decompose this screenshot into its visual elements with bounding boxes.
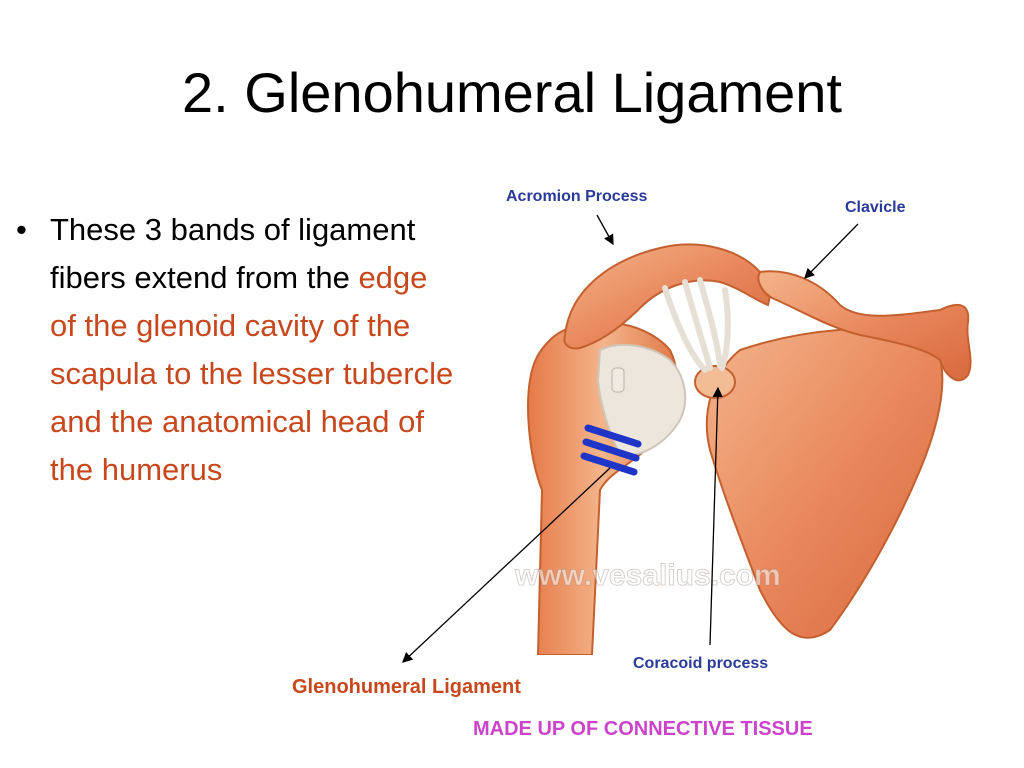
clavicle-bone (757, 270, 972, 382)
coracoacromial-ligament (662, 277, 731, 373)
illustration-watermark: www.vesalius.com (514, 559, 781, 592)
bullet-item: • These 3 bands of ligament fibers exten… (16, 206, 461, 494)
bullet-glyph: • (16, 212, 27, 247)
shoulder-anatomy-illustration: www.vesalius.com (514, 243, 972, 655)
coracoid-process-label: Coracoid process (633, 655, 769, 672)
coracoid-process-bone (694, 365, 736, 399)
acromion-bone (563, 243, 771, 350)
bullet-text-intro: These 3 bands of ligament fibers extend … (50, 212, 416, 295)
glenohumeral-ligament-label: Glenohumeral Ligament (292, 676, 521, 698)
bullet-list: • These 3 bands of ligament fibers exten… (16, 206, 461, 494)
bullet-text-highlight: edge of the glenoid cavity of the scapul… (50, 260, 454, 487)
glenohumeral-ligament-bands (580, 424, 642, 476)
acromion-process-label: Acromion Process (506, 188, 648, 205)
slide-title: 2. Glenohumeral Ligament (182, 61, 842, 124)
capsule-tendon-stub (611, 367, 625, 393)
clavicle-label: Clavicle (845, 199, 906, 216)
connective-tissue-note: MADE UP OF CONNECTIVE TISSUE (473, 718, 813, 740)
